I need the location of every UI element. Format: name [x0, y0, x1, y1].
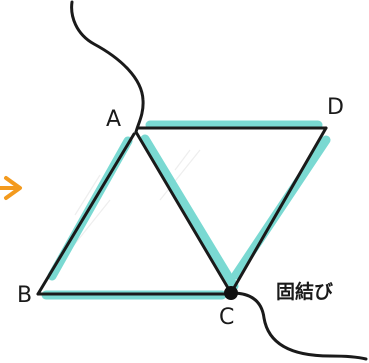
knot-label: 固結び	[276, 280, 333, 303]
arrow-icon	[0, 178, 20, 198]
vertex-label-b: B	[17, 283, 32, 308]
vertex-label-a: A	[106, 107, 121, 132]
rope	[38, 2, 366, 359]
highlight-ac	[145, 139, 234, 286]
vertex-label-c: C	[219, 305, 234, 330]
edge-cd	[231, 128, 326, 293]
knot-point	[224, 286, 238, 300]
vertex-label-d: D	[327, 95, 344, 120]
edge-ac	[136, 132, 231, 293]
edge-ab	[38, 134, 134, 294]
